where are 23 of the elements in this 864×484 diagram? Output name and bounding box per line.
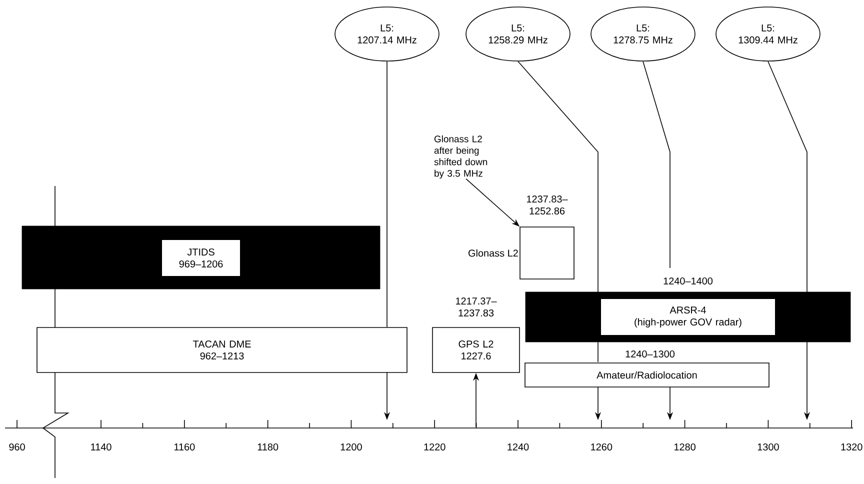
tick-label: 1240 — [508, 443, 529, 451]
range-label: 1217.37– 1237.83 — [456, 298, 497, 316]
tick-label: 1160 — [174, 443, 195, 451]
tick-label: 960 — [9, 443, 25, 451]
node-label: Glonass L2 — [468, 249, 518, 257]
range-label: 1240–1300 — [626, 350, 675, 358]
tick-label: 1180 — [258, 443, 278, 451]
band-box: Amateur/Radiolocation — [524, 362, 770, 388]
band-box: GPS L2 1227.6 — [432, 327, 520, 373]
tick-label: 1220 — [424, 443, 446, 451]
tick-label: 1300 — [758, 443, 779, 451]
tick-label: 1320 — [841, 443, 862, 451]
tick-label: 1260 — [591, 443, 612, 451]
note-text: Glonass L2 after being shifted down by 3.5 MHz — [434, 135, 488, 179]
band-box: Glonass L2 — [468, 226, 574, 280]
band-label-box: ARSR-4 (high-power GOV radar) — [601, 299, 775, 335]
tick-label: 1280 — [674, 443, 696, 451]
tick-label: 1200 — [340, 443, 362, 451]
range-label: 1240–1400 — [664, 277, 713, 285]
tick-label: 1140 — [91, 443, 112, 451]
range-label: 1237.83– 1252.86 — [527, 196, 568, 214]
band-box: TACAN DME 962–1213 — [36, 327, 408, 373]
band-label-box: JTIDS 969–1206 — [162, 240, 240, 276]
